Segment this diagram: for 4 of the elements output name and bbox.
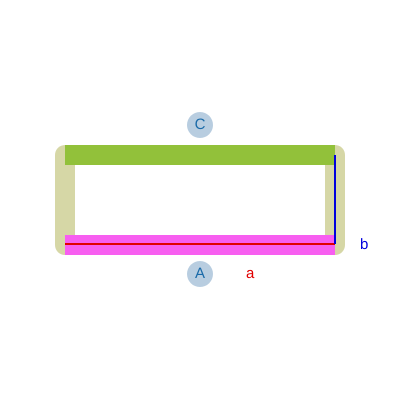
vertex-label: C: [187, 112, 213, 138]
vertex-label: A: [187, 261, 213, 287]
side-label: a: [246, 265, 254, 282]
side-label: b: [360, 236, 368, 253]
